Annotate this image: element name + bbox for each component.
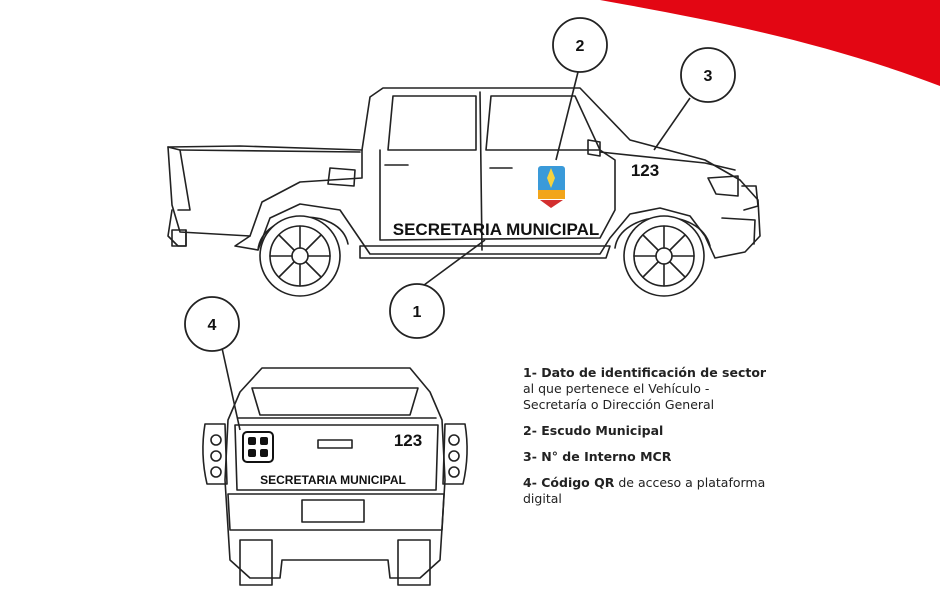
callout-4: 4	[184, 296, 240, 352]
callout-2-label: 2	[576, 38, 585, 55]
side-view-truck	[167, 87, 761, 297]
legend-item-1: 1- Dato de identificación de sector al q…	[523, 365, 773, 413]
legend-item-4-bold: 4- Código QR	[523, 475, 615, 490]
corner-swoosh	[600, 0, 940, 86]
callout-3: 3	[680, 47, 736, 103]
rear-view-truck	[202, 367, 468, 586]
rear-tailgate-text: SECRETARIA MUNICIPAL	[260, 473, 406, 487]
callout-4-label: 4	[208, 317, 217, 334]
qr-code-icon	[242, 431, 274, 463]
side-unit-number: 123	[631, 161, 659, 180]
legend-item-2-bold: 2- Escudo Municipal	[523, 423, 664, 438]
callout-1-label: 1	[413, 304, 422, 321]
legend-item-3-bold: 3- N° de Interno MCR	[523, 449, 672, 464]
side-door-text: SECRETARIA MUNICIPAL	[393, 220, 600, 239]
callout-3-label: 3	[704, 68, 713, 85]
legend-item-4: 4- Código QR de acceso a plataforma digi…	[523, 475, 773, 507]
legend-item-1-bold: 1- Dato de identificación de sector	[523, 365, 767, 380]
callout-2: 2	[552, 17, 608, 73]
legend: 1- Dato de identificación de sector al q…	[523, 365, 773, 507]
callout-leaders	[221, 71, 691, 431]
municipal-shield-icon	[538, 166, 565, 208]
rear-wheel	[259, 215, 341, 297]
legend-item-1-rest: al que pertenece el Vehículo - Secretarí…	[523, 381, 715, 412]
legend-item-2: 2- Escudo Municipal	[523, 423, 773, 439]
legend-item-4-rest: de acceso a plataforma digital	[523, 475, 766, 506]
front-wheel	[623, 215, 705, 297]
legend-item-3: 3- N° de Interno MCR	[523, 449, 773, 465]
rear-unit-number: 123	[394, 431, 422, 450]
callout-1: 1	[389, 283, 445, 339]
